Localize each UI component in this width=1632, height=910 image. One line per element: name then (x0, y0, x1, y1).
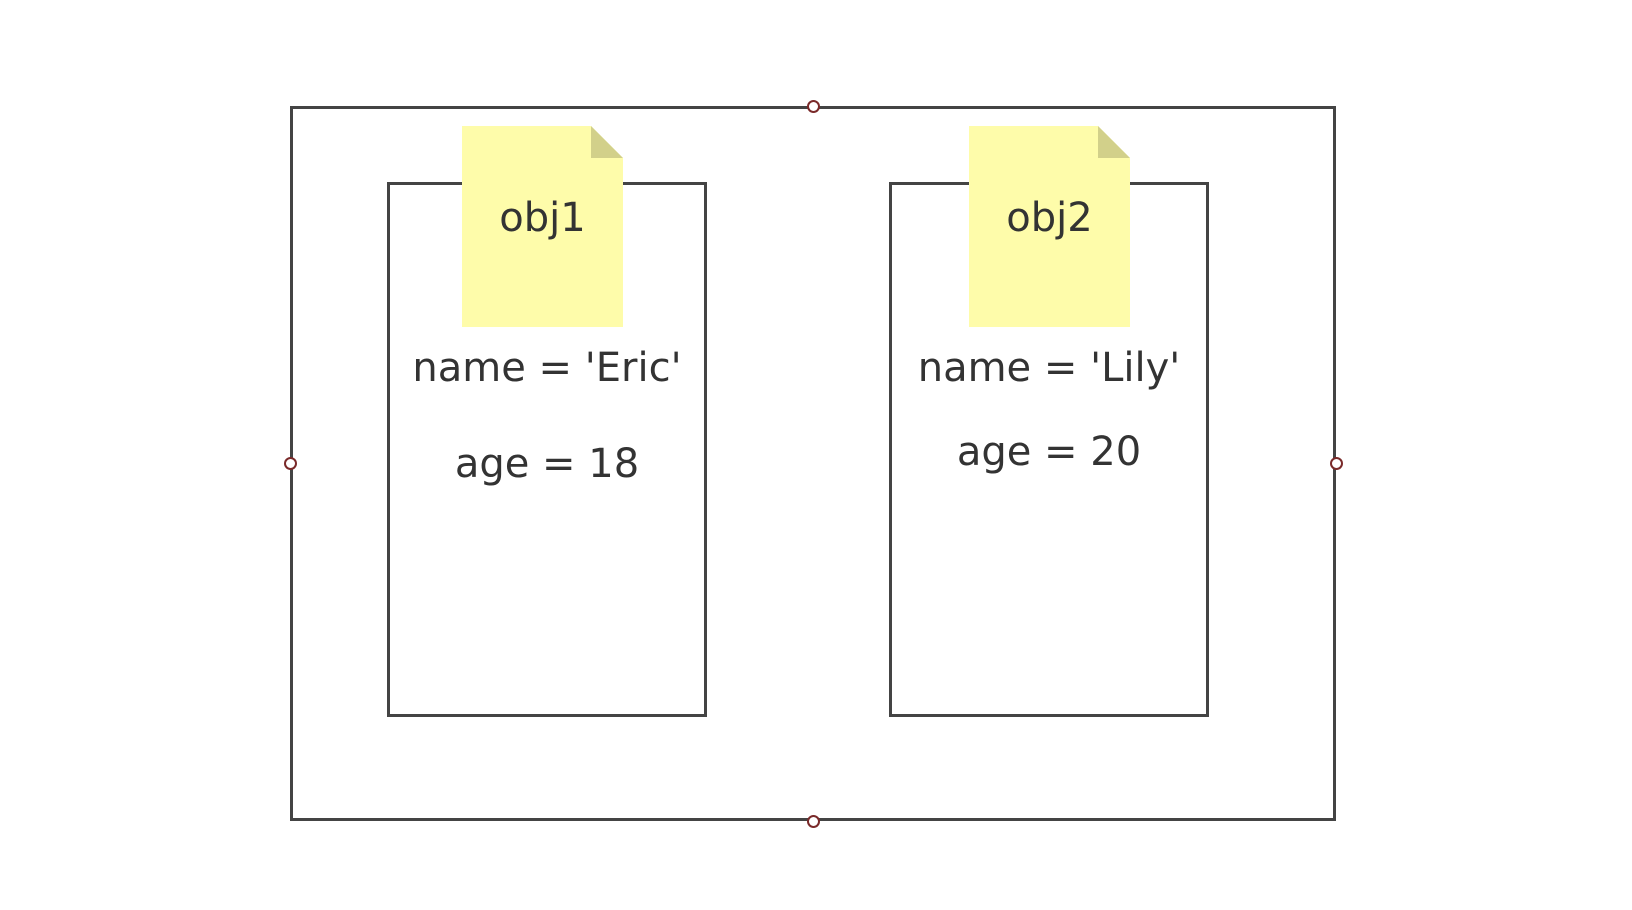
attribute-age-obj2: age = 20 (956, 429, 1142, 475)
object-name-label: obj2 (1006, 195, 1093, 241)
attribute-age-obj1: age = 18 (454, 441, 640, 487)
attribute-name-obj1: name = 'Eric' (412, 345, 682, 391)
sticky-note-icon (969, 126, 1130, 327)
sticky-note-icon (462, 126, 623, 327)
resize-handle-bottom[interactable] (807, 815, 820, 828)
object-name-label: obj1 (499, 195, 586, 241)
sticky-note-obj1[interactable]: obj1 (462, 126, 623, 327)
sticky-note-obj2[interactable]: obj2 (969, 126, 1130, 327)
attribute-name-obj2: name = 'Lily' (917, 345, 1181, 391)
resize-handle-left[interactable] (284, 457, 297, 470)
resize-handle-right[interactable] (1330, 457, 1343, 470)
resize-handle-top[interactable] (807, 100, 820, 113)
